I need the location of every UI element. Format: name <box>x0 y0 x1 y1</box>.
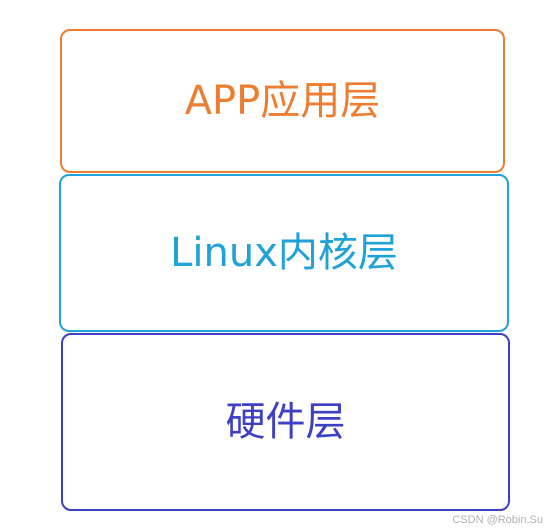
hardware-layer-box: 硬件层 <box>61 333 510 511</box>
linux-kernel-layer-label: Linux内核层 <box>170 230 398 276</box>
linux-kernel-layer-box: Linux内核层 <box>59 174 509 332</box>
app-layer-label: APP应用层 <box>184 78 381 124</box>
watermark: CSDN @Robin.Su <box>452 514 543 526</box>
hardware-layer-label: 硬件层 <box>225 399 346 445</box>
app-layer-box: APP应用层 <box>60 29 505 173</box>
